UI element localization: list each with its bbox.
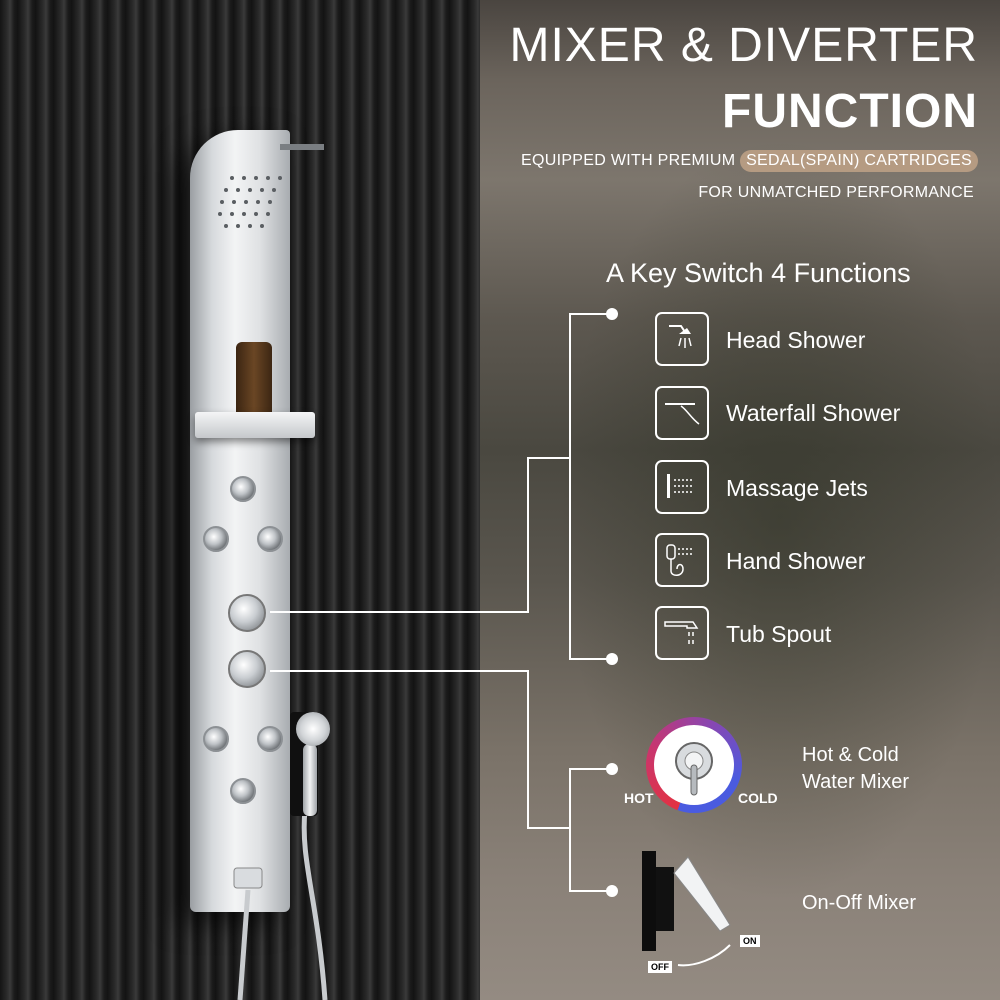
- cold-label: COLD: [738, 790, 778, 806]
- connector-line: [527, 827, 570, 829]
- head-shower-icon: [655, 312, 709, 366]
- diverter-knob: [228, 594, 266, 632]
- connector-line: [527, 457, 529, 613]
- tub-spout-icon: [655, 606, 709, 660]
- off-tag: OFF: [648, 961, 672, 973]
- massage-jets-icon: [655, 460, 709, 514]
- title-line1: MIXER & DIVERTER: [509, 19, 978, 72]
- shelf: [195, 412, 315, 438]
- connector-line: [569, 890, 612, 892]
- connector-line: [569, 768, 612, 770]
- massage-jet: [203, 526, 229, 552]
- hot-label: HOT: [624, 790, 654, 806]
- massage-jet: [257, 726, 283, 752]
- function-label-waterfall: Waterfall Shower: [726, 400, 901, 426]
- function-label-hand-shower: Hand Shower: [726, 548, 866, 574]
- hot-cold-line1: Hot & Cold: [802, 744, 899, 766]
- connector-dot: [606, 885, 618, 897]
- massage-jet: [230, 476, 256, 502]
- function-label-head-shower: Head Shower: [726, 327, 866, 353]
- connector-line: [527, 670, 529, 828]
- hot-cold-dial: [646, 717, 742, 813]
- hand-shower-head: [296, 712, 330, 746]
- connector-line: [569, 658, 612, 660]
- hot-cold-mixer-label: Hot & Cold Water Mixer: [802, 742, 909, 796]
- subtitle-line1: EQUIPPED WITH PREMIUM SEDAL(SPAIN) CARTR…: [521, 150, 978, 172]
- subtitle-prefix: EQUIPPED WITH PREMIUM: [521, 152, 736, 169]
- waterfall-icon: [655, 386, 709, 440]
- connector-line: [569, 313, 571, 659]
- connector-line: [569, 313, 612, 315]
- function-label-massage-jets: Massage Jets: [726, 475, 868, 501]
- hand-shower-icon: [655, 533, 709, 587]
- function-label-tub-spout: Tub Spout: [726, 621, 832, 647]
- title-line2: FUNCTION: [722, 85, 978, 138]
- soap-bottle: [236, 342, 272, 422]
- hand-shower-handle: [303, 744, 317, 816]
- on-off-mixer-illustration: [642, 851, 731, 967]
- connector-line: [270, 611, 528, 613]
- mixer-knob: [228, 650, 266, 688]
- connector-line: [569, 768, 571, 891]
- hot-cold-line2: Water Mixer: [802, 771, 910, 793]
- on-tag: ON: [740, 935, 760, 947]
- connector-dot: [606, 308, 618, 320]
- massage-jet: [203, 726, 229, 752]
- on-off-mixer-label: On-Off Mixer: [802, 892, 917, 914]
- massage-jet: [230, 778, 256, 804]
- functions-title: A Key Switch 4 Functions: [606, 258, 911, 288]
- connector-dot: [606, 763, 618, 775]
- connector-line: [527, 457, 570, 459]
- mixer-knob-illustration: [654, 725, 734, 805]
- connector-dot: [606, 653, 618, 665]
- cartridge-highlight: SEDAL(SPAIN) CARTRIDGES: [740, 150, 978, 172]
- connector-line: [270, 670, 528, 672]
- subtitle-line2: FOR UNMATCHED PERFORMANCE: [698, 184, 974, 201]
- massage-jet: [257, 526, 283, 552]
